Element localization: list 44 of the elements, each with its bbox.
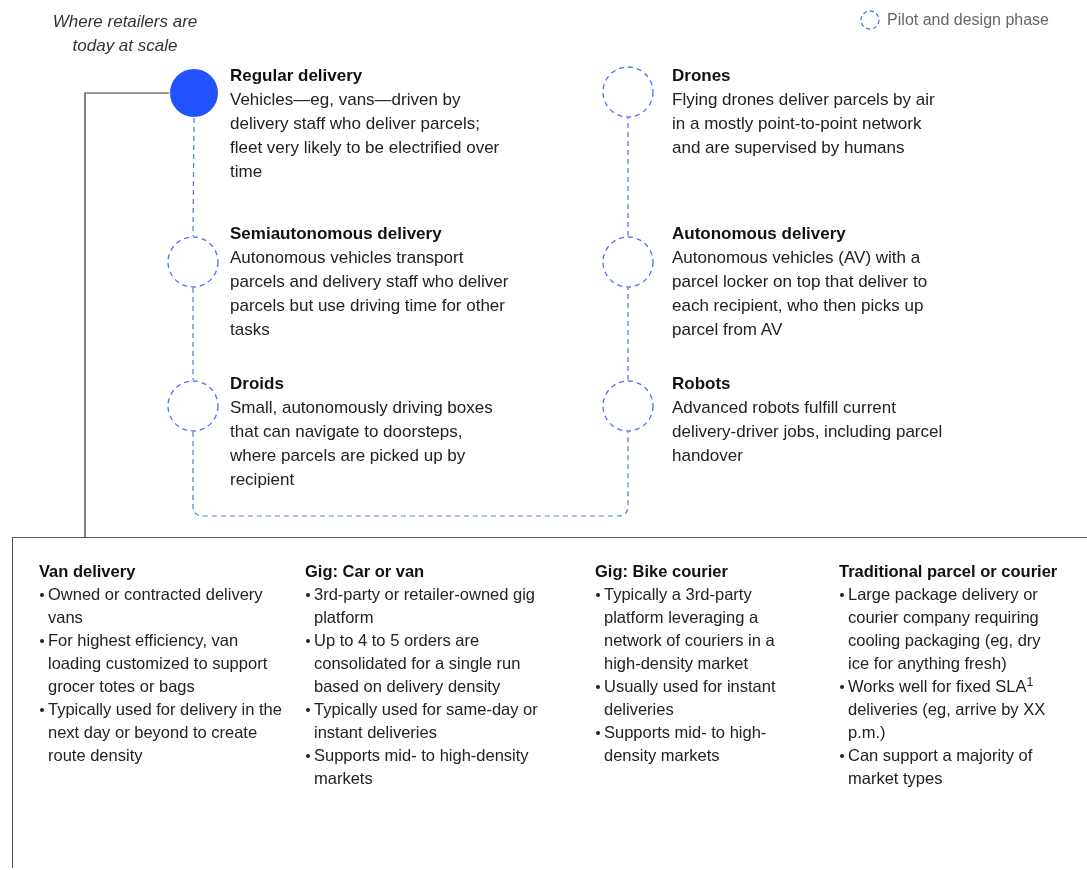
bullet-item: Typically used for delivery in the next day or beyond to create route density bbox=[39, 698, 284, 767]
annotation-text: Where retailers are today at scale bbox=[51, 11, 199, 57]
dashed-connector bbox=[627, 117, 629, 237]
bullet-item: Supports mid- to high-density markets bbox=[305, 744, 545, 790]
panel-background bbox=[12, 537, 1087, 868]
heading: Traditional parcel or courier bbox=[839, 561, 1059, 582]
stage-circle bbox=[167, 236, 219, 288]
heading: Robots bbox=[672, 373, 732, 395]
bullet-item: Owned or contracted delivery vans bbox=[39, 583, 284, 629]
stage-circle bbox=[169, 68, 219, 118]
stage-circle bbox=[167, 380, 219, 432]
description-text: Flying drones deliver parcels by air in a mostly point-to-point network and are supervised by humans bbox=[672, 89, 936, 159]
legend-label: Pilot and design phase bbox=[887, 10, 1049, 30]
stage-circle bbox=[602, 380, 654, 432]
bullet-item: Typically used for same-day or instant deliveries bbox=[305, 698, 545, 744]
bullet-item: Can support a majority of market types bbox=[839, 744, 1064, 790]
bullet-item: Usually used for instant deliveries bbox=[595, 675, 810, 721]
description-text: Small, autonomously driving boxes that can navigate to doorsteps, where parcels are picked up by recipient bbox=[230, 397, 494, 491]
dashed-connector bbox=[627, 287, 629, 381]
bullet-item: For highest efficiency, van loading customized to support grocer totes or bags bbox=[39, 629, 284, 698]
connector-line bbox=[84, 92, 170, 538]
stage-circle bbox=[602, 66, 654, 118]
dashed-connector bbox=[192, 117, 195, 237]
heading: Gig: Car or van bbox=[305, 561, 426, 582]
heading: Drones bbox=[672, 65, 732, 87]
stage-circle bbox=[602, 236, 654, 288]
bullet-item: Large package delivery or courier company requiring cooling packaging (eg, dry ice for anything fresh) bbox=[839, 583, 1064, 675]
heading: Regular delivery bbox=[230, 65, 364, 87]
description-text: Autonomous vehicles transport parcels and delivery staff who deliver parcels but use driving time for other tasks bbox=[230, 247, 510, 341]
bullet-item: Supports mid- to high-density markets bbox=[595, 721, 810, 767]
description-text: Autonomous vehicles (AV) with a parcel locker on top that deliver to each recipient, who then picks up parcel from AV bbox=[672, 247, 929, 341]
description-text: Vehicles—eg, vans—driven by delivery staff who deliver parcels; fleet very likely to be electrified over time bbox=[230, 89, 501, 183]
bullet-item: Up to 4 to 5 orders are consolidated for a single run based on delivery density bbox=[305, 629, 545, 698]
heading: Autonomous delivery bbox=[672, 223, 847, 245]
heading: Droids bbox=[230, 373, 285, 395]
bullet-item: 3rd-party or retailer-owned gig platform bbox=[305, 583, 545, 629]
description-text: Advanced robots fulfill current delivery-driver jobs, including parcel handover bbox=[672, 397, 944, 467]
bullet-item: Works well for fixed SLA$^{1}$ deliveries (eg, arrive by XX p.m.) bbox=[839, 675, 1064, 744]
dashed-connector bbox=[192, 287, 194, 381]
heading: Van delivery bbox=[39, 561, 137, 582]
heading: Gig: Bike courier bbox=[595, 561, 729, 582]
dashed-connector bbox=[192, 431, 629, 517]
heading: Semiautonomous delivery bbox=[230, 223, 443, 245]
bullet-item: Typically a 3rd-party platform leveraging a network of couriers in a high-density market bbox=[595, 583, 810, 675]
